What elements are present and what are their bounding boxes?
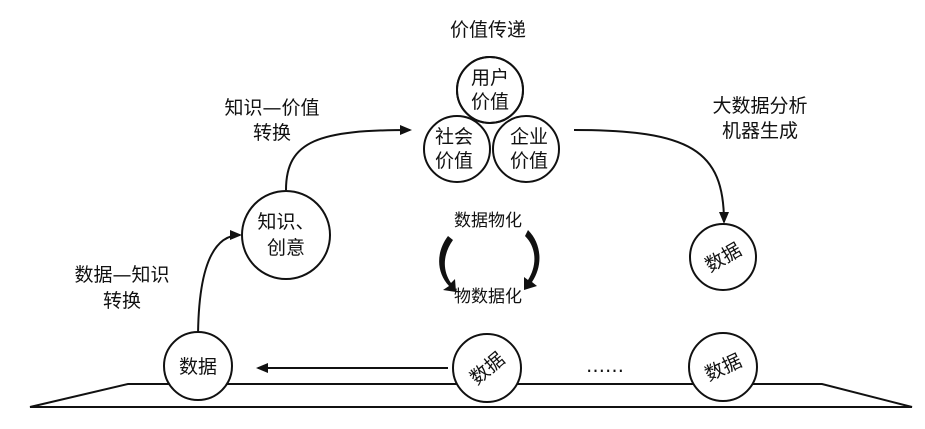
enterprise-value-line1: 企业 [510, 126, 548, 148]
user-value-line1: 用户 [471, 67, 509, 89]
knowledge-circle-line1: 知识、 [257, 211, 314, 233]
bigdata-label-line2: 机器生成 [722, 120, 798, 142]
data-circle-middle [452, 333, 522, 403]
cycle-right-arrow [524, 230, 540, 290]
value-transfer-title: 价值传递 [450, 19, 526, 41]
ground-plane [29, 383, 913, 408]
knowledge-value-label-line2: 转换 [253, 122, 291, 144]
enterprise-value-circle [492, 115, 560, 183]
data-circle-right-bottom [688, 332, 758, 402]
data-to-knowledge-arrow [197, 230, 242, 341]
data-circle-left [163, 331, 233, 401]
data-knowledge-label-line2: 转换 [103, 290, 141, 312]
user-value-outline [456, 56, 524, 124]
society-value-circle [423, 115, 491, 183]
knowledge-circle-line2: 创意 [267, 237, 305, 259]
bigdata-label-line1: 大数据分析 [712, 95, 807, 117]
enterprise-value-line2: 价值 [510, 150, 548, 172]
society-value-line1: 社会 [435, 126, 473, 148]
value-to-data-arrow [573, 129, 729, 224]
user-value-line2: 价值 [471, 91, 509, 113]
knowledge-value-label-line1: 知识—价值 [224, 97, 319, 119]
cycle-bottom-label: 物数据化 [454, 287, 522, 307]
data-circle-right-mid [689, 223, 757, 291]
cycle-top-label: 数据物化 [454, 211, 522, 231]
value-cluster: 用户 价值 社会 价值 企业 价值 [423, 56, 560, 183]
ellipsis: …… [586, 355, 624, 377]
society-value-line2: 价值 [435, 150, 473, 172]
data-circle-left-label: 数据 [179, 356, 217, 378]
data-knowledge-label-line1: 数据—知识 [74, 264, 169, 286]
knowledge-to-value-arrow [285, 125, 412, 191]
knowledge-circle [241, 190, 331, 280]
cycle-left-arrow [439, 236, 456, 292]
